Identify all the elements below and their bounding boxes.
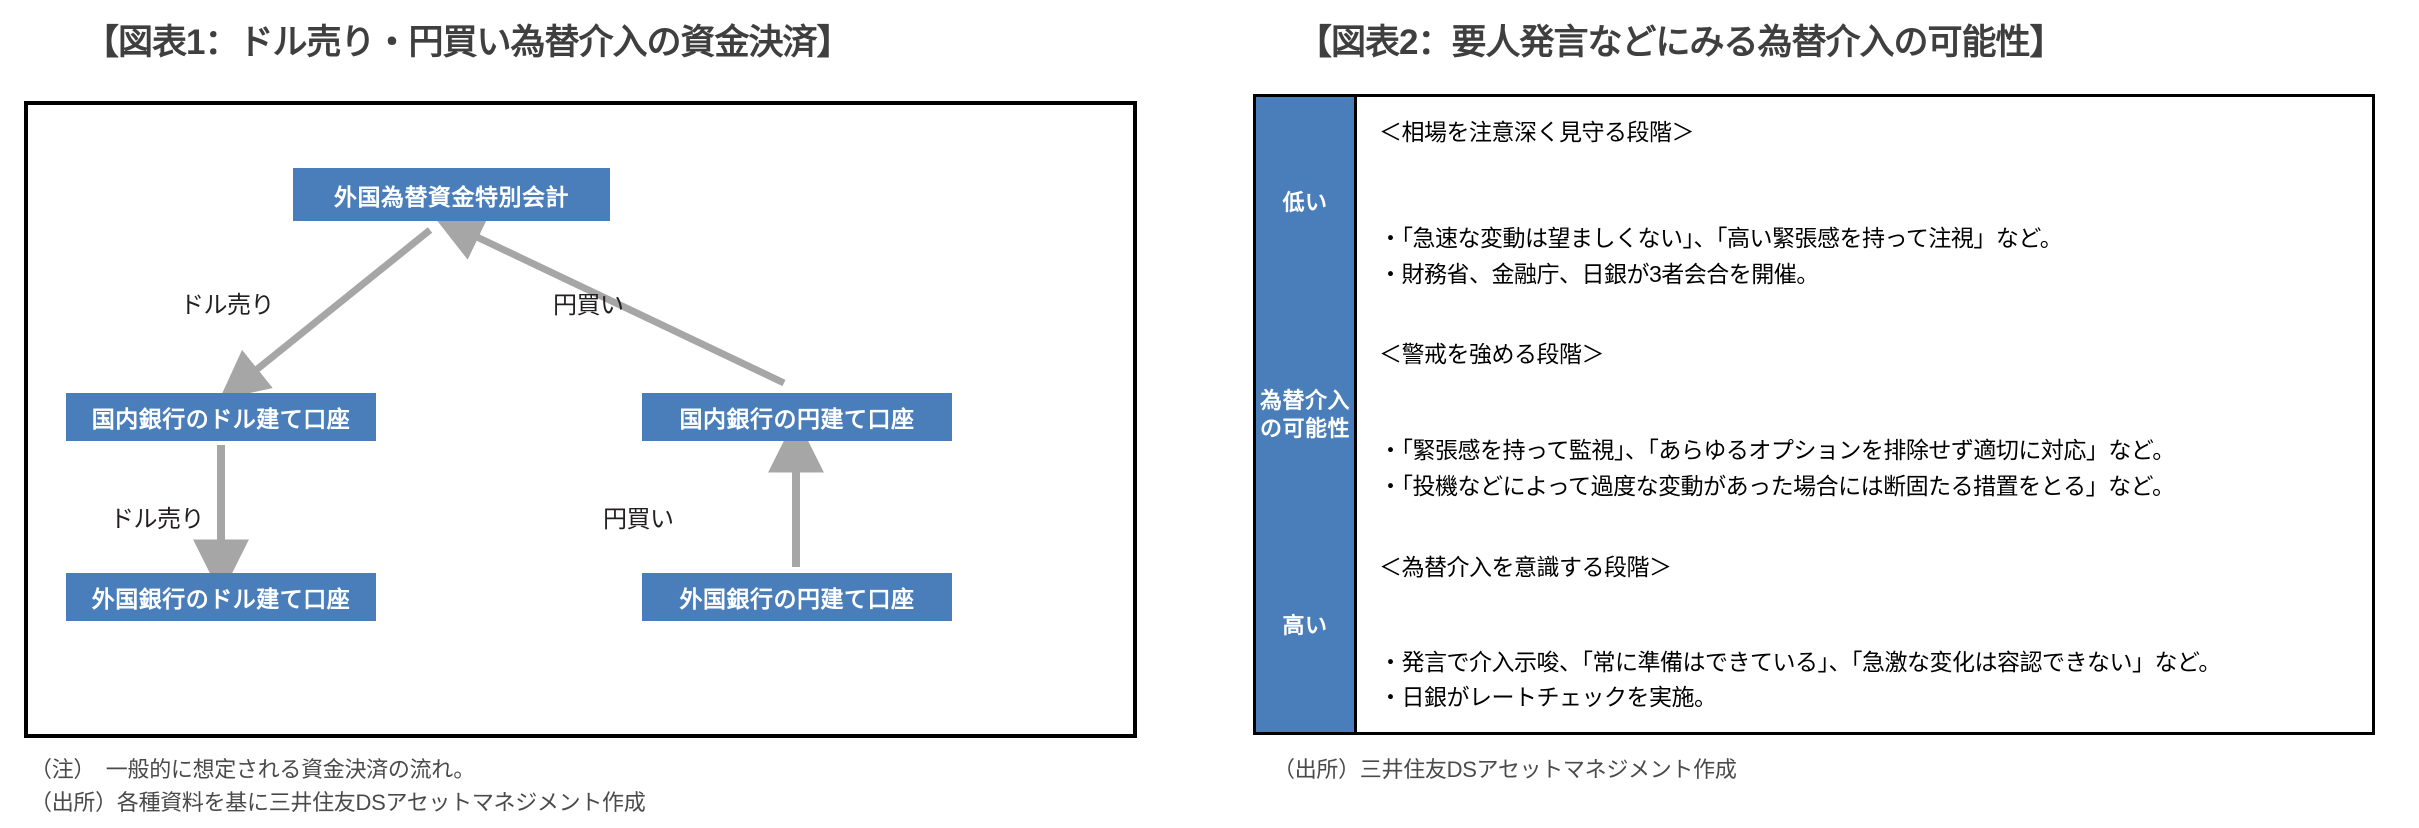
arrow-label-yen-buy-upper: 円買い bbox=[553, 292, 624, 319]
table-row: ＜警戒を強める段階＞ ・「緊張感を持って監視」、「あらゆるオプションを排除せず適… bbox=[1357, 309, 2372, 521]
table-row: ＜為替介入を意識する段階＞ ・発言で介入示唆、「常に準備はできている」、「急激な… bbox=[1357, 520, 2372, 732]
stage-bullets-medium: ・「緊張感を持って監視」、「あらゆるオプションを排除せず適切に対応」など。 ・「… bbox=[1379, 433, 2372, 510]
arrow-label-yen-buy-lower: 円買い bbox=[603, 506, 674, 533]
stage-bullets-high: ・発言で介入示唆、「常に準備はできている」、「急激な変化は容認できない」など。 … bbox=[1379, 645, 2372, 722]
figure1-note: （注） 一般的に想定される資金決済の流れ。 bbox=[30, 757, 475, 782]
stage-bullets-low: ・「急速な変動は望ましくない」、「高い緊張感を持って注視」など。 ・財務省、金融… bbox=[1379, 221, 2372, 298]
arrow-label-dollar-sell-upper: ドル売り bbox=[180, 292, 275, 319]
figure1-diagram-frame: 外国為替資金特別会計 国内銀行のドル建て口座 国内銀行の円建て口座 外国銀行のド… bbox=[24, 101, 1137, 738]
table-row: ＜相場を注意深く見守る段階＞ ・「急速な変動は望ましくない」、「高い緊張感を持っ… bbox=[1357, 97, 2372, 309]
stage-description-column: ＜相場を注意深く見守る段階＞ ・「急速な変動は望ましくない」、「高い緊張感を持っ… bbox=[1357, 97, 2372, 732]
figure1-title: 【図表1：ドル売り・円買い為替介入の資金決済】 bbox=[84, 23, 851, 62]
likelihood-axis-column: 低い 為替介入 の可能性 高い bbox=[1256, 97, 1357, 732]
figure2-source: （出所）三井住友DSアセットマネジメント作成 bbox=[1273, 757, 1737, 782]
figure2-title: 【図表2：要人発言などにみる為替介入の可能性】 bbox=[1297, 23, 2064, 62]
list-item: ・「急速な変動は望ましくない」、「高い緊張感を持って注視」など。 bbox=[1379, 225, 2063, 252]
list-item: ・発言で介入示唆、「常に準備はできている」、「急激な変化は容認できない」など。 bbox=[1379, 648, 2221, 675]
likelihood-label-low: 低い bbox=[1282, 190, 1328, 216]
stage-heading-medium: ＜警戒を強める段階＞ bbox=[1379, 340, 1605, 367]
flow-box-foreign-bank-jpy-account: 外国銀行の円建て口座 bbox=[642, 573, 952, 621]
flow-box-domestic-bank-usd-account: 国内銀行のドル建て口座 bbox=[66, 393, 376, 441]
flow-box-fx-special-account: 外国為替資金特別会計 bbox=[293, 168, 610, 221]
list-item: ・財務省、金融庁、日銀が3者会合を開催。 bbox=[1379, 261, 1819, 288]
stage-heading-low: ＜相場を注意深く見守る段階＞ bbox=[1379, 119, 1695, 145]
likelihood-label-high: 高い bbox=[1282, 613, 1328, 639]
likelihood-label-axis-title: 為替介入 の可能性 bbox=[1259, 388, 1350, 441]
figure1-source: （出所）各種資料を基に三井住友DSアセットマネジメント作成 bbox=[30, 790, 646, 815]
list-item: ・日銀がレートチェックを実施。 bbox=[1379, 684, 1717, 711]
list-item: ・「緊張感を持って監視」、「あらゆるオプションを排除せず適切に対応」など。 bbox=[1379, 437, 2175, 464]
flow-box-domestic-bank-jpy-account: 国内銀行の円建て口座 bbox=[642, 393, 952, 441]
figure2-table: 低い 為替介入 の可能性 高い ＜相場を注意深く見守る段階＞ ・「急速な変動は望… bbox=[1253, 94, 2375, 735]
list-item: ・「投機などによって過度な変動があった場合には断固たる措置をとる」など。 bbox=[1379, 472, 2175, 499]
stage-heading-high: ＜為替介入を意識する段階＞ bbox=[1379, 554, 1672, 581]
flow-box-foreign-bank-usd-account: 外国銀行のドル建て口座 bbox=[66, 573, 376, 621]
arrow-label-dollar-sell-lower: ドル売り bbox=[110, 506, 205, 533]
